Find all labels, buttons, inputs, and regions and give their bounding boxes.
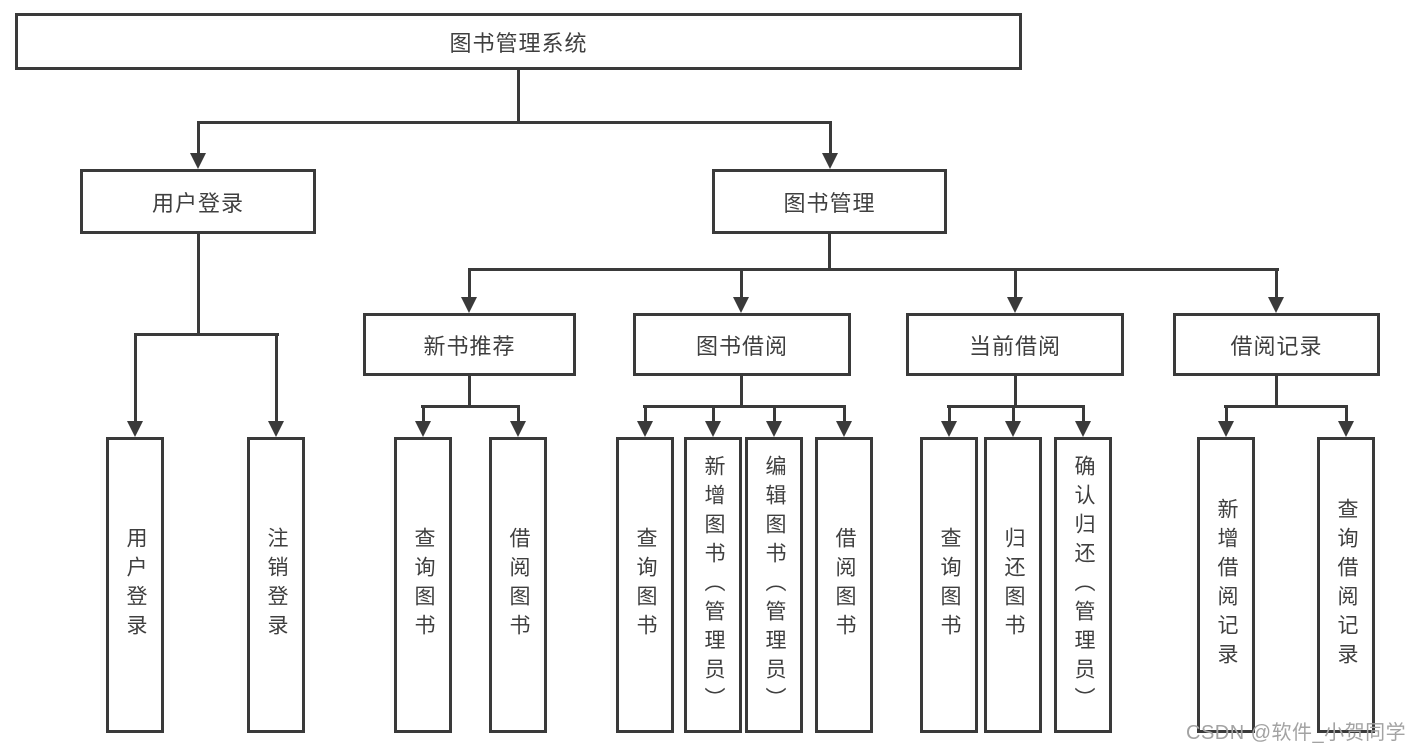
arrowhead-icon bbox=[1007, 297, 1023, 313]
connector-line bbox=[197, 234, 200, 334]
connector-line bbox=[1275, 376, 1278, 408]
connector-line bbox=[468, 376, 471, 408]
connector-line bbox=[517, 70, 520, 122]
leaf-query-books: 查询图书 bbox=[616, 437, 674, 733]
arrowhead-icon bbox=[822, 153, 838, 169]
node-book-borrow: 图书借阅 bbox=[633, 313, 851, 376]
node-borrow-records: 借阅记录 bbox=[1173, 313, 1380, 376]
node-label: 查询图书 bbox=[412, 527, 435, 643]
node-label: 编辑图书（管理员） bbox=[763, 454, 786, 716]
node-label: 注销登录 bbox=[265, 527, 288, 643]
node-label: 新增图书（管理员） bbox=[702, 454, 725, 716]
node-label: 归还图书 bbox=[1002, 527, 1025, 643]
connector-line bbox=[740, 271, 743, 297]
node-label: 新增借阅记录 bbox=[1215, 498, 1238, 672]
arrowhead-icon bbox=[1005, 421, 1021, 437]
node-user-login: 用户登录 bbox=[80, 169, 316, 234]
node-label: 用户登录 bbox=[151, 190, 244, 216]
node-current-borrow: 当前借阅 bbox=[906, 313, 1124, 376]
connector-line bbox=[468, 271, 471, 297]
node-book-management: 图书管理 bbox=[712, 169, 947, 234]
connector-line bbox=[1012, 408, 1015, 421]
arrowhead-icon bbox=[1268, 297, 1284, 313]
connector-line bbox=[197, 122, 200, 153]
node-label: 借阅记录 bbox=[1230, 333, 1323, 359]
connector-line bbox=[828, 234, 831, 271]
connector-line bbox=[843, 408, 846, 421]
arrowhead-icon bbox=[190, 153, 206, 169]
leaf-add-books-admin: 新增图书（管理员） bbox=[684, 437, 742, 733]
leaf-logout: 注销登录 bbox=[247, 437, 305, 733]
connector-line bbox=[1014, 376, 1017, 408]
node-label: 图书管理系统 bbox=[449, 30, 588, 56]
connector-line bbox=[422, 408, 425, 421]
leaf-confirm-return-admin: 确认归还（管理员） bbox=[1054, 437, 1112, 733]
node-label: 用户登录 bbox=[124, 527, 147, 643]
connector-line bbox=[1345, 408, 1348, 421]
arrowhead-icon bbox=[127, 421, 143, 437]
node-label: 确认归还（管理员） bbox=[1072, 454, 1095, 716]
node-label: 新书推荐 bbox=[423, 333, 516, 359]
node-label: 借阅图书 bbox=[507, 527, 530, 643]
arrowhead-icon bbox=[637, 421, 653, 437]
connector-line bbox=[1082, 408, 1085, 421]
arrowhead-icon bbox=[510, 421, 526, 437]
node-label: 查询借阅记录 bbox=[1335, 498, 1358, 672]
connector-line bbox=[947, 405, 1085, 408]
node-label: 借阅图书 bbox=[833, 527, 856, 643]
arrowhead-icon bbox=[268, 421, 284, 437]
connector-line bbox=[1275, 271, 1278, 297]
connector-line bbox=[134, 333, 279, 336]
connector-line bbox=[1224, 405, 1348, 408]
connector-line bbox=[468, 268, 1279, 271]
connector-line bbox=[740, 376, 743, 408]
connector-line bbox=[275, 334, 278, 421]
connector-line bbox=[643, 405, 846, 408]
connector-line bbox=[644, 408, 647, 421]
leaf-borrow-books: 借阅图书 bbox=[489, 437, 547, 733]
leaf-query-books: 查询图书 bbox=[394, 437, 452, 733]
arrowhead-icon bbox=[1075, 421, 1091, 437]
node-label: 查询图书 bbox=[938, 527, 961, 643]
arrowhead-icon bbox=[705, 421, 721, 437]
connector-line bbox=[134, 334, 137, 421]
node-label: 查询图书 bbox=[634, 527, 657, 643]
connector-line bbox=[197, 121, 832, 124]
arrowhead-icon bbox=[941, 421, 957, 437]
arrowhead-icon bbox=[766, 421, 782, 437]
leaf-add-borrow-record: 新增借阅记录 bbox=[1197, 437, 1255, 733]
leaf-query-books: 查询图书 bbox=[920, 437, 978, 733]
leaf-user-login: 用户登录 bbox=[106, 437, 164, 733]
connector-line bbox=[421, 405, 520, 408]
arrowhead-icon bbox=[1338, 421, 1354, 437]
node-label: 当前借阅 bbox=[968, 333, 1061, 359]
leaf-edit-books-admin: 编辑图书（管理员） bbox=[745, 437, 803, 733]
node-new-book-recommend: 新书推荐 bbox=[363, 313, 576, 376]
arrowhead-icon bbox=[415, 421, 431, 437]
leaf-query-borrow-record: 查询借阅记录 bbox=[1317, 437, 1375, 733]
leaf-return-books: 归还图书 bbox=[984, 437, 1042, 733]
connector-line bbox=[1014, 271, 1017, 297]
node-label: 图书管理 bbox=[783, 190, 876, 216]
arrowhead-icon bbox=[836, 421, 852, 437]
node-root-library-system: 图书管理系统 bbox=[15, 13, 1022, 70]
arrowhead-icon bbox=[461, 297, 477, 313]
connector-line bbox=[712, 408, 715, 421]
csdn-watermark: CSDN @软件_小贺同学 bbox=[1186, 722, 1405, 744]
leaf-borrow-books: 借阅图书 bbox=[815, 437, 873, 733]
node-label: 图书借阅 bbox=[695, 333, 788, 359]
connector-line bbox=[829, 122, 832, 153]
connector-line bbox=[948, 408, 951, 421]
connector-line bbox=[1225, 408, 1228, 421]
arrowhead-icon bbox=[733, 297, 749, 313]
arrowhead-icon bbox=[1218, 421, 1234, 437]
connector-line bbox=[773, 408, 776, 421]
connector-line bbox=[517, 408, 520, 421]
